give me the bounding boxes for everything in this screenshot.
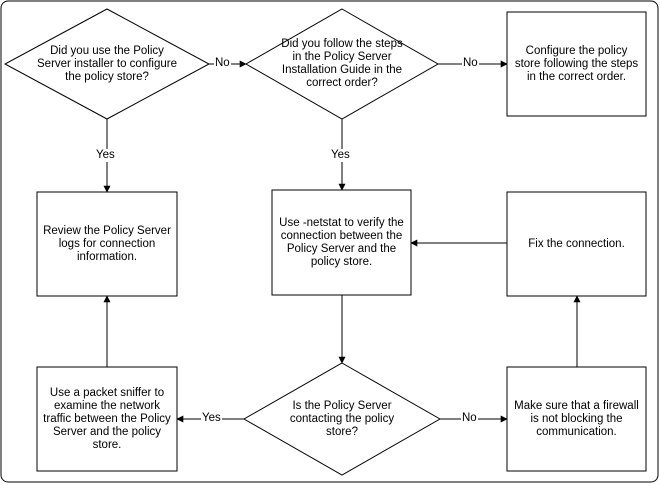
node-q-steps-order: Did you follow the steps in the Policy S… bbox=[281, 38, 403, 89]
label-contacting-yes: Yes bbox=[201, 412, 222, 425]
label-steps-no: No bbox=[462, 57, 479, 70]
label-contacting-no: No bbox=[461, 412, 478, 425]
box-fix-connection bbox=[506, 191, 647, 297]
node-use-netstat: Use -netstat to verify the connection be… bbox=[279, 216, 404, 268]
node-packet-sniffer: Use a packet sniffer to examine the netw… bbox=[43, 386, 171, 451]
node-configure-store: Configure the policy store following the… bbox=[514, 44, 639, 83]
label-steps-yes: Yes bbox=[330, 149, 351, 162]
label-installer-yes: Yes bbox=[95, 149, 116, 162]
node-q-installer: Did you use the Policy Server installer … bbox=[37, 44, 177, 83]
node-check-firewall: Make sure that a firewall is not blockin… bbox=[514, 399, 639, 438]
node-review-logs: Review the Policy Server logs for connec… bbox=[43, 224, 171, 263]
box-check-firewall bbox=[506, 366, 647, 472]
node-q-contacting: Is the Policy Server contacting the poli… bbox=[289, 399, 395, 438]
diamond-contacting bbox=[242, 362, 442, 476]
label-installer-no: No bbox=[214, 57, 231, 70]
node-fix-connection: Fix the connection. bbox=[528, 237, 625, 250]
